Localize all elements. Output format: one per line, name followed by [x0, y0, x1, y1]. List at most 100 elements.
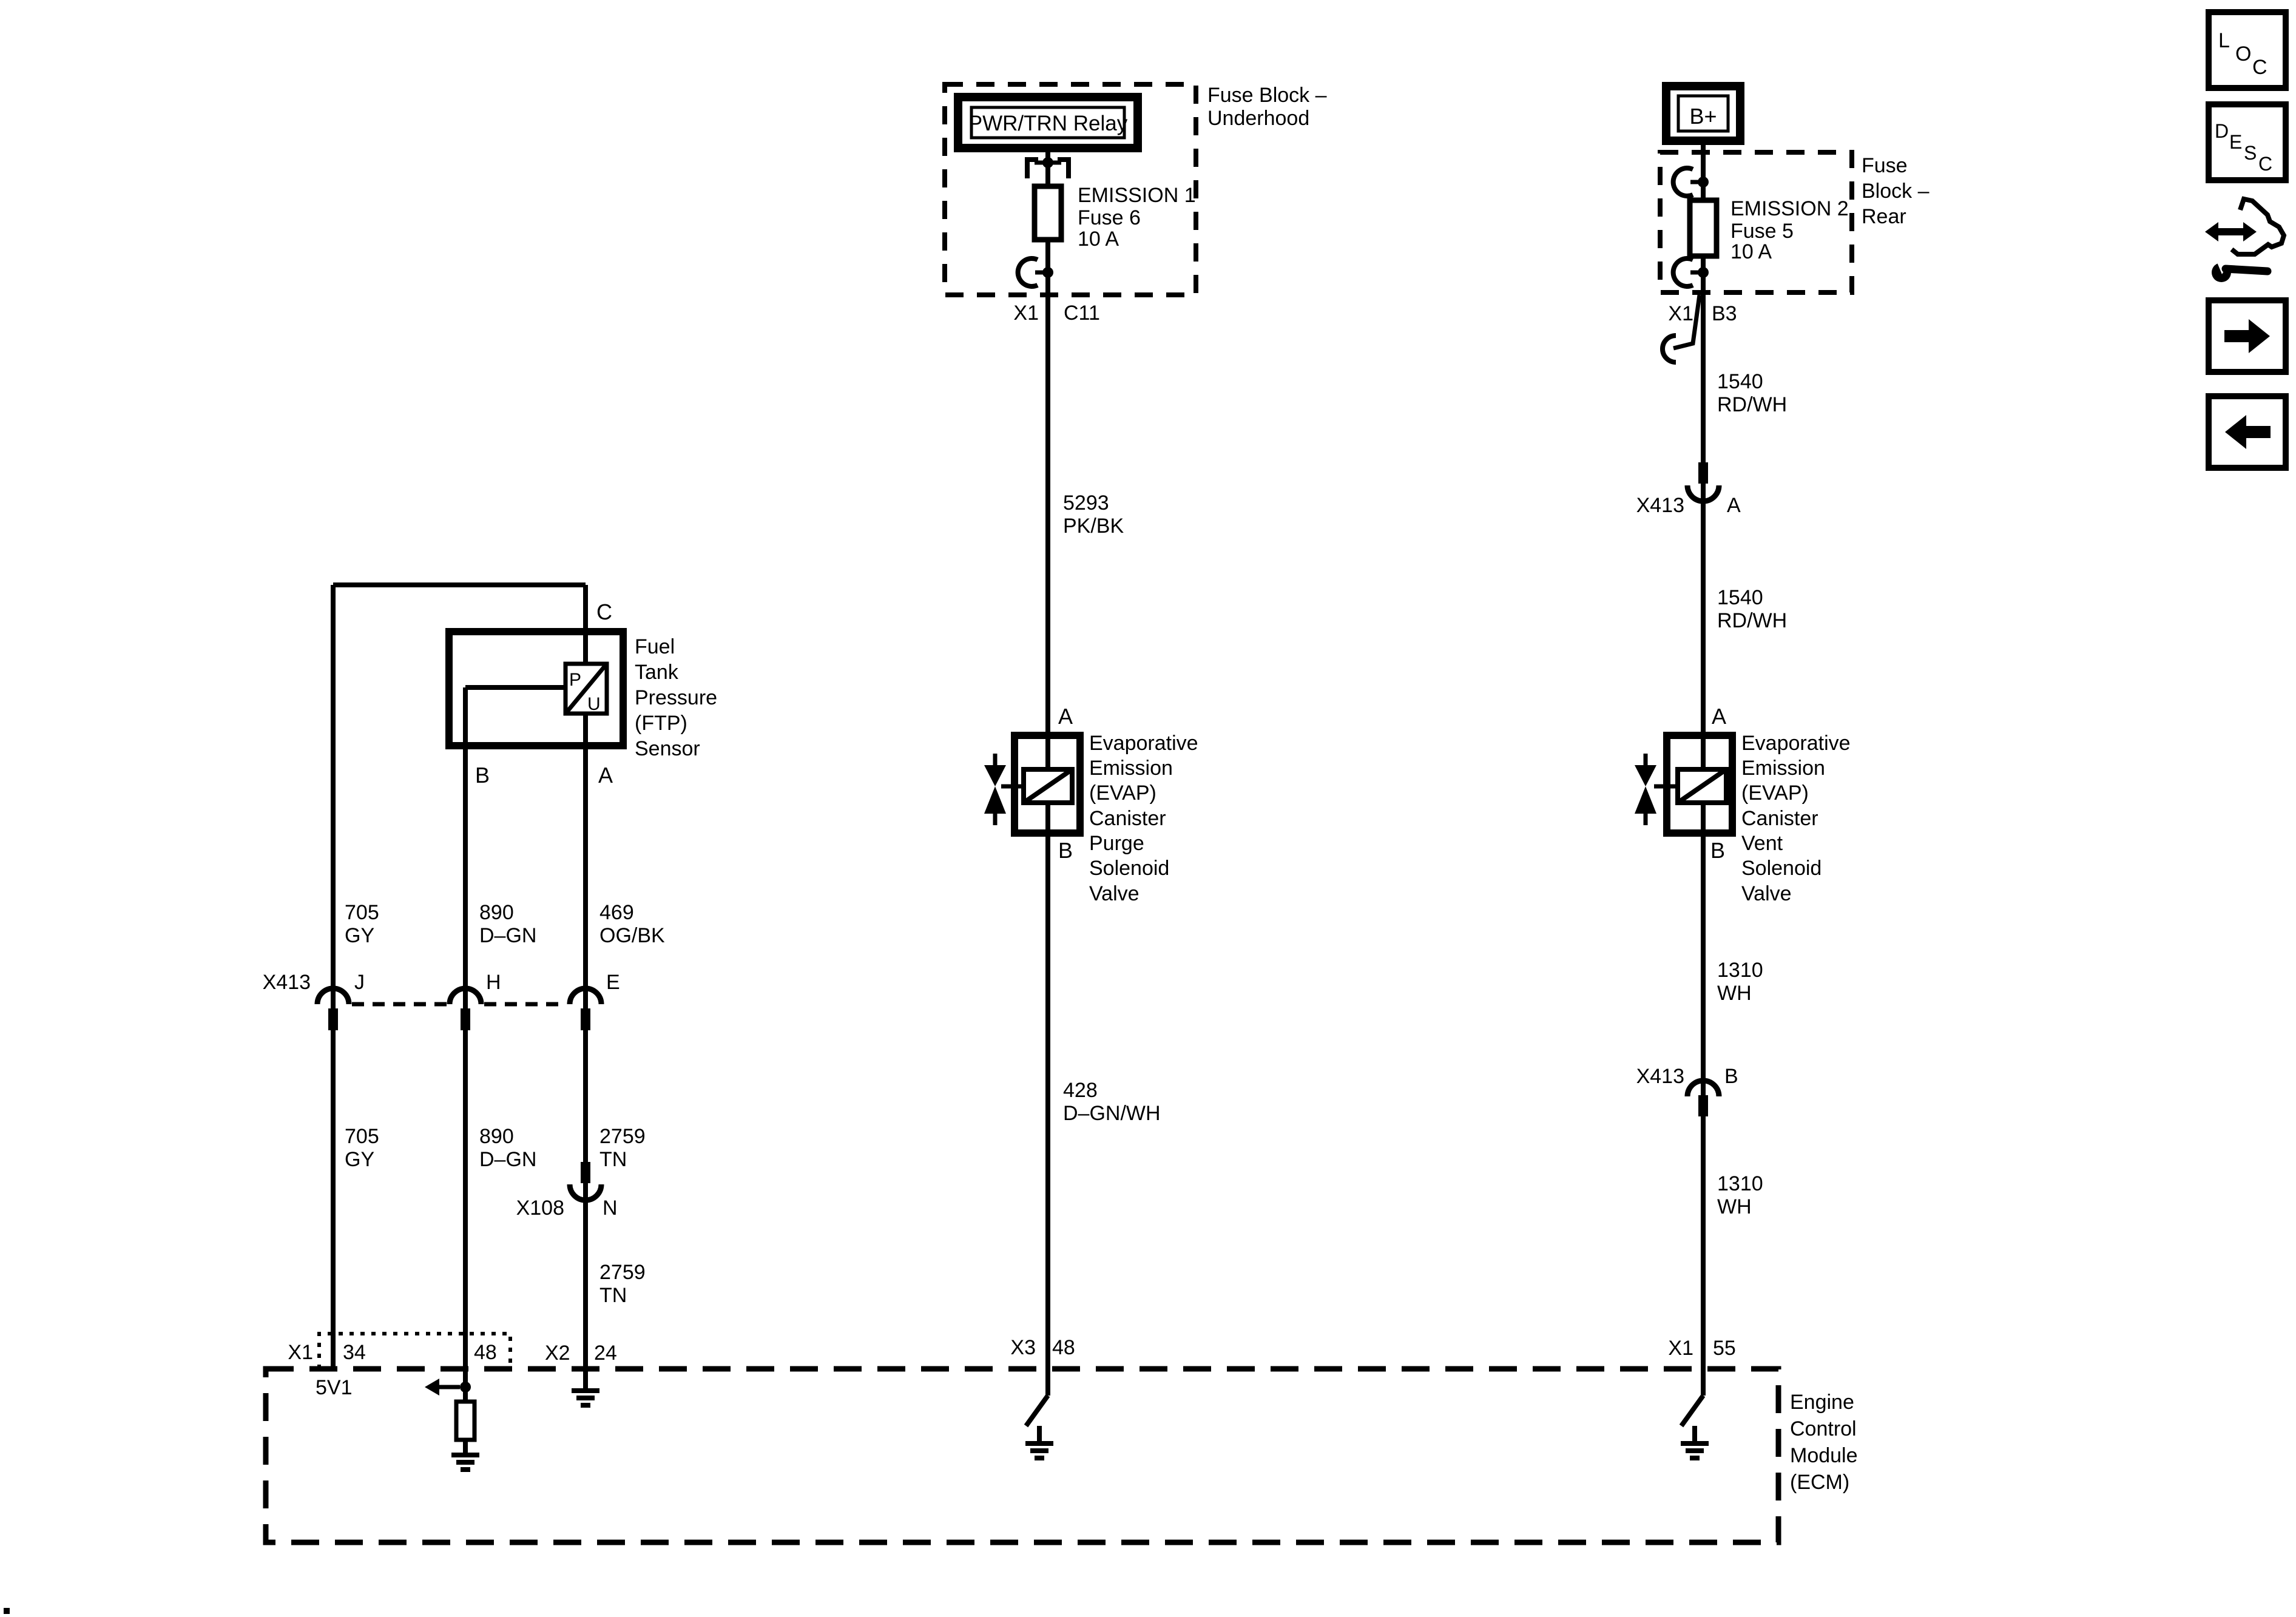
- pu-letter-u: U: [587, 694, 601, 714]
- connector-arc-icon: [1684, 1078, 1722, 1097]
- wire-1540b-color: RD/WH: [1717, 609, 1787, 632]
- ftp-name-4: (FTP): [635, 712, 687, 735]
- desc-button[interactable]: D E S C: [2206, 101, 2289, 183]
- evap-purge-solenoid: A B Evaporative Emission (EVAP) Canister…: [984, 704, 1198, 905]
- ground-symbol-icon: [451, 1453, 479, 1472]
- connector-pin: [1698, 1095, 1708, 1116]
- ecm-name-2: Control: [1790, 1417, 1857, 1440]
- loc-letter-1: L: [2218, 29, 2230, 52]
- ground-symbol-icon: [572, 1388, 599, 1408]
- desc-letter-4: C: [2258, 153, 2272, 175]
- ftp-sensor-box: [445, 628, 627, 749]
- center-wire-labels: 5293 PK/BK 428 D–GN/WH: [1063, 491, 1161, 1125]
- connector-arc-icon: [447, 985, 484, 1005]
- back-button-frame[interactable]: [2206, 393, 2289, 471]
- desc-button-frame[interactable]: [2206, 101, 2289, 183]
- connector-pin: [461, 1008, 470, 1030]
- desc-letter-2: E: [2229, 131, 2242, 153]
- coil-diagonal: [1676, 767, 1728, 805]
- pwr-trn-relay-label: PWR/TRN Relay: [968, 112, 1128, 135]
- ecm-pin-34: 34: [343, 1341, 366, 1364]
- engine-control-module: Engine Control Module (ECM) X1 34 48 5V1…: [263, 1332, 1858, 1545]
- repair-instructions-button[interactable]: [2205, 196, 2287, 282]
- wire-1540a-color: RD/WH: [1717, 393, 1787, 416]
- underhood-label-1: Fuse Block –: [1207, 84, 1327, 107]
- forward-button[interactable]: [2206, 297, 2289, 375]
- emission1-fuse-name: EMISSION 1: [1078, 184, 1196, 207]
- hook-curl-icon: [1670, 256, 1694, 289]
- x108-label: X108: [516, 1197, 564, 1220]
- wire-2759b-circuit: 2759: [599, 1261, 646, 1284]
- ecm-5v-ref: 5V1: [316, 1376, 353, 1399]
- emission1-fuse-symbol: [1032, 183, 1064, 243]
- ftp-pin-c: C: [596, 599, 612, 624]
- ecm-conn-x1-55: X1: [1668, 1337, 1693, 1360]
- emission1-fuse-id: Fuse 6: [1078, 206, 1141, 229]
- purge-name-6: Solenoid: [1089, 857, 1169, 880]
- connector-x413-row: X413 J H E: [263, 971, 620, 1030]
- x413-pin-j: J: [354, 971, 365, 994]
- purge-pin-b: B: [1058, 838, 1073, 863]
- connector-x108: X108 N 2759 TN: [516, 1162, 646, 1307]
- bplus-label: B+: [1689, 104, 1717, 129]
- bplus-box-inner: [1676, 94, 1730, 133]
- ftp-sensor: C P U B A Fuel Tank Pressure (FTP) Senso…: [445, 599, 717, 788]
- rear-exit-connector: X1: [1668, 302, 1693, 325]
- signal-arrow-head-icon: [425, 1379, 439, 1396]
- ecm-name-3: Module: [1790, 1444, 1858, 1467]
- purge-name-5: Purge: [1089, 832, 1144, 855]
- wire-1310b-color: WH: [1717, 1195, 1752, 1218]
- vent-name-3: (EVAP): [1741, 781, 1809, 805]
- ecm-conn-x1: X1: [288, 1341, 313, 1364]
- connector-pin: [1698, 462, 1708, 484]
- ftp-name-1: Fuel: [635, 635, 675, 658]
- connector-x413-a: X413 A: [1636, 462, 1741, 517]
- x413a-label: X413: [1636, 494, 1684, 517]
- x413-pin-e: E: [606, 971, 620, 994]
- desc-letter-1: D: [2215, 120, 2229, 142]
- wire-705b-circuit: 705: [345, 1125, 379, 1148]
- ecm-pin-48: 48: [474, 1341, 497, 1364]
- wire-705b-color: GY: [345, 1148, 374, 1171]
- double-arrow-right-head-icon: [2243, 222, 2257, 241]
- back-button[interactable]: [2206, 393, 2289, 471]
- pu-letter-p: P: [569, 670, 581, 690]
- vent-name-6: Solenoid: [1741, 857, 1822, 880]
- desc-letter-3: S: [2244, 142, 2257, 164]
- double-arrow-left-head-icon: [2205, 222, 2218, 241]
- vent-name-7: Valve: [1741, 882, 1792, 905]
- hook-curl-icon: [1660, 333, 1676, 365]
- evap-vent-solenoid: A B Evaporative Emission (EVAP) Canister…: [1635, 704, 1851, 905]
- connector-arc-icon: [1684, 485, 1722, 504]
- hook-curl-icon: [1015, 256, 1039, 289]
- x413a-pin: A: [1727, 494, 1741, 517]
- loc-button-frame[interactable]: [2206, 9, 2289, 91]
- ecm-name-1: Engine: [1790, 1391, 1854, 1414]
- x413-label: X413: [263, 971, 311, 994]
- emission2-fuse-id: Fuse 5: [1730, 220, 1794, 243]
- wire-428-circuit: 428: [1063, 1079, 1098, 1102]
- connector-pin: [328, 1008, 338, 1030]
- emission2-fuse-name: EMISSION 2: [1730, 197, 1849, 220]
- emission2-fuse-rating: 10 A: [1730, 240, 1772, 263]
- wire-890b-circuit: 890: [479, 1125, 514, 1148]
- loc-letter-2: O: [2235, 42, 2251, 66]
- loc-button[interactable]: L O C: [2206, 9, 2289, 91]
- purge-name-4: Canister: [1089, 807, 1166, 830]
- ftp-name-2: Tank: [635, 661, 679, 684]
- wire-890-circuit: 890: [479, 901, 514, 924]
- wire-2759-circuit: 2759: [599, 1125, 646, 1148]
- driver-switch: [1679, 1394, 1706, 1428]
- relay-terminal-bracket-right: [1058, 157, 1071, 178]
- ecm-pin-55: 55: [1713, 1337, 1736, 1360]
- resistor-symbol: [454, 1399, 477, 1442]
- rear-exit-pin: B3: [1712, 302, 1737, 325]
- rear-dashed-border: [1658, 150, 1854, 295]
- ecm-name-4: (ECM): [1790, 1471, 1849, 1494]
- vent-pin-a: A: [1712, 704, 1726, 729]
- wire-1310a-color: WH: [1717, 982, 1752, 1005]
- back-arrow-icon: [2225, 415, 2246, 449]
- wire-5293-color: PK/BK: [1063, 515, 1124, 538]
- connector-x413-b: X413 B: [1636, 1065, 1738, 1116]
